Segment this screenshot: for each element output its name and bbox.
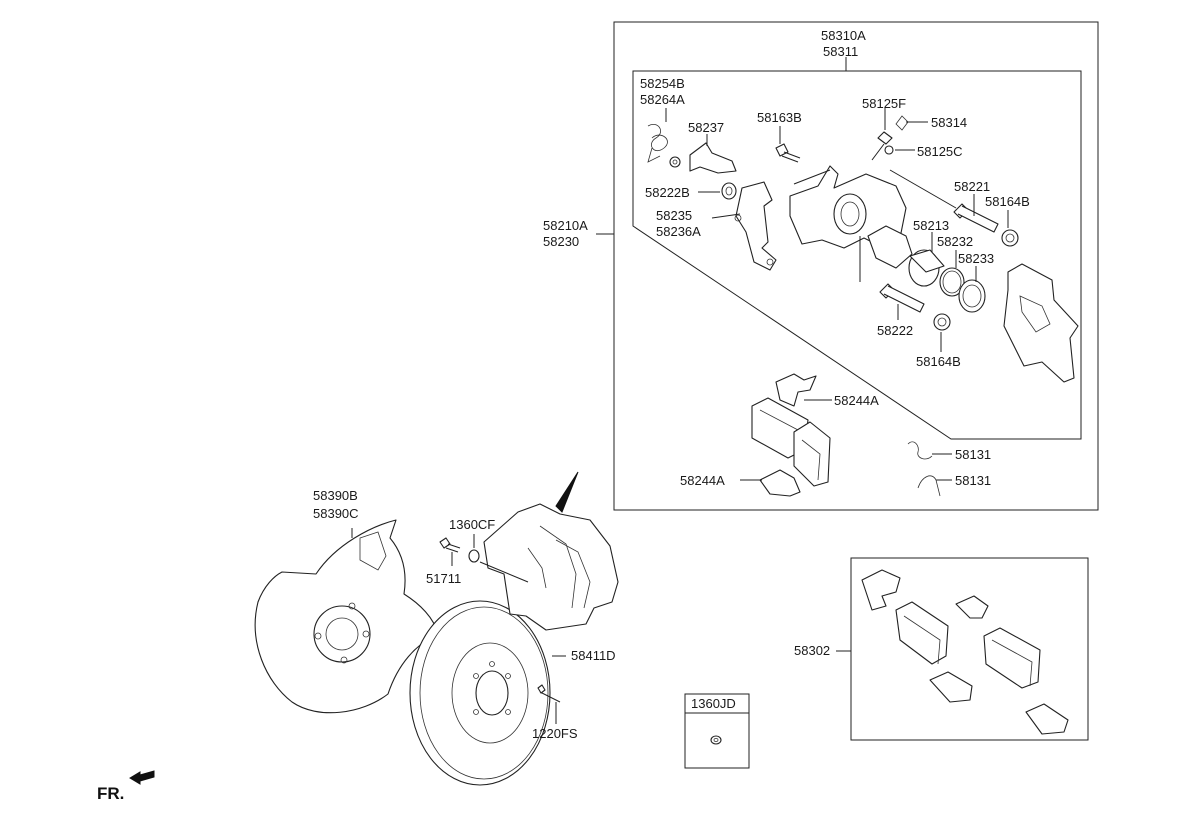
guide-pin-221-part [953,203,1019,247]
label-bracket-236a: 58236A [656,224,701,239]
caliper-body-part [789,165,913,269]
label-shim-244a-top: 58244A [834,393,879,408]
assembled-caliper-part [483,471,619,631]
label-clip-314: 58314 [931,115,967,130]
backing-plate-part [254,519,439,714]
caliper-carrier-part [1003,263,1079,383]
label-pad-kit-302: 58302 [794,643,830,658]
brake-pads-part [740,373,832,497]
label-boot-164b-bottom: 58164B [916,354,961,369]
label-assy-top-2: 58311 [823,44,858,59]
seal-part [939,267,965,297]
label-spring-131-bottom: 58131 [955,473,991,488]
label-bolt-1360cf: 1360CF [449,517,495,532]
label-caliper-kit-2: 58230 [543,234,579,249]
bushing-part [721,182,737,200]
label-disc-411d: 58411D [571,648,616,663]
bleeder-part [871,115,909,161]
disc-screw-part [537,684,561,724]
nut-box [684,693,750,769]
caliper-leaders [665,108,1009,352]
pad-kit-box [836,557,1089,741]
nut-icon [710,735,722,745]
caliper-bolt-part [439,534,529,583]
front-arrow-icon [129,770,155,785]
label-assy-top-1: 58310A [821,28,866,43]
bracket-237-part [689,142,737,174]
label-caliper-kit-1: 58210A [543,218,588,233]
guide-pin-222-part [879,283,951,331]
label-spring-2: 58264A [640,92,685,107]
label-spring-131-top: 58131 [955,447,991,462]
label-bushing-222b: 58222B [645,185,690,200]
label-seal-232: 58232 [937,234,973,249]
label-shim-244a-bottom: 58244A [680,473,725,488]
part-labels: 58310A 58311 58210A 58230 58254B 58264A … [97,28,1030,803]
label-pin-221: 58221 [954,179,990,194]
label-cap-125f: 58125F [862,96,906,111]
pad-springs-part [907,441,952,497]
caliper-assembly-box [596,21,1099,511]
bolt-163b-part [775,143,801,163]
pad-kit-parts [861,569,1069,735]
label-bolt-51711: 51711 [426,571,461,586]
piston-part [908,249,945,287]
label-piston-213: 58213 [913,218,949,233]
label-front-arrow: FR. [97,784,124,803]
label-shield-2: 58390C [313,506,359,521]
label-boot-164b-top: 58164B [985,194,1030,209]
dust-ring-part [958,279,986,313]
label-pin-222: 58222 [877,323,913,338]
bracket-235-part [734,181,777,271]
label-ring-233: 58233 [958,251,994,266]
label-bolt-163b: 58163B [757,110,802,125]
spring-part [647,124,681,168]
label-spring-1: 58254B [640,76,685,91]
label-shield-1: 58390B [313,488,358,503]
label-screw-1220fs: 1220FS [532,726,578,741]
label-bleeder-125c: 58125C [917,144,963,159]
label-bracket-235: 58235 [656,208,692,223]
brake-disc-part [409,600,566,786]
label-bracket-237: 58237 [688,120,724,135]
label-nut-box: 1360JD [691,696,736,711]
